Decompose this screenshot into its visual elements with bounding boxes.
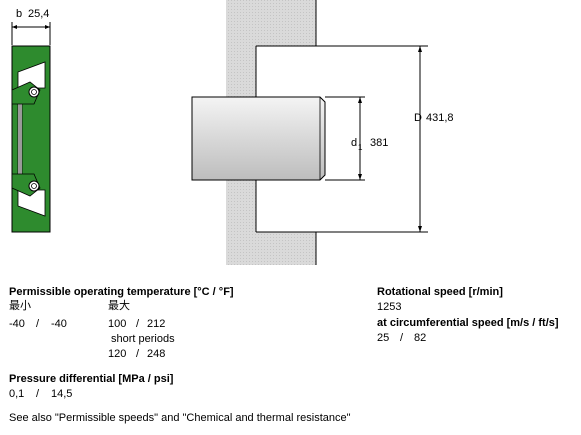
temp-max-sep: / (136, 318, 140, 330)
pressure-mpa: 0,1 (9, 388, 25, 400)
d1-dim-subscript: 1 (358, 143, 363, 152)
rotational-speed-title: Rotational speed [r/min] (377, 286, 503, 298)
temp-min-c: -40 (9, 318, 25, 330)
temp-short-f: 248 (147, 348, 166, 360)
temp-short-sep: / (136, 348, 140, 360)
temp-short-c: 120 (108, 348, 127, 360)
temp-max-label: 最大 (108, 300, 130, 312)
housing-shaft-drawing: D 431,8 d 1 381 (191, 0, 454, 265)
circ-speed-sep: / (400, 332, 404, 344)
d1-dim-symbol: d (351, 137, 357, 149)
temp-min-f: -40 (51, 318, 67, 330)
temperature-title: Permissible operating temperature [°C / … (9, 286, 234, 298)
D-dim-value: 431,8 (426, 112, 454, 124)
circ-speed-fts: 82 (414, 332, 427, 344)
rotational-speed-value: 1253 (377, 301, 402, 313)
seal-diagram: b 25,4 D (11, 0, 454, 265)
b-dim-value: 25,4 (28, 8, 49, 20)
temp-max-c: 100 (108, 318, 127, 330)
temp-min-label: 最小 (9, 300, 31, 312)
pressure-sep: / (36, 388, 40, 400)
see-also-note: See also "Permissible speeds" and "Chemi… (9, 412, 351, 424)
temp-min-sep: / (36, 318, 40, 330)
D-dim-symbol: D (414, 112, 422, 124)
seal-cross-section: b 25,4 (11, 8, 51, 233)
temp-short-periods-label: short periods (111, 333, 175, 345)
temp-max-f: 212 (147, 318, 166, 330)
pressure-psi: 14,5 (51, 388, 73, 400)
pressure-title: Pressure differential [MPa / psi] (9, 373, 174, 385)
circumferential-speed-title: at circumferential speed [m/s / ft/s] (377, 317, 559, 329)
d1-dim-value: 381 (370, 137, 388, 149)
circ-speed-ms: 25 (377, 332, 390, 344)
b-dim-symbol: b (16, 8, 22, 20)
